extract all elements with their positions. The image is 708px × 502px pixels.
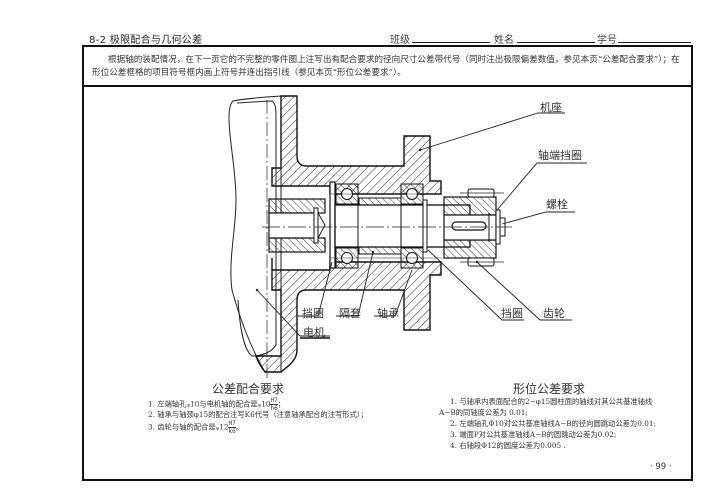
geo-requirement-3: 3. 端面P对公共基准轴线A−B的圆跳动公差为0.02; <box>450 430 617 439</box>
class-field[interactable] <box>412 42 490 43</box>
geo-requirements-title: 形位公差要求 <box>513 382 586 396</box>
label-retainer-left: 挡圈 <box>302 307 324 320</box>
worksheet-frame <box>82 45 693 481</box>
fit-requirement-2: 2. 轴承与轴颈φ15的配合注写K6代号（注意轴承配合的注写形式）； <box>148 410 368 419</box>
base-housing-bottom <box>255 258 442 373</box>
class-label: 班级 <box>390 35 410 46</box>
fit-requirements-title: 公差配合要求 <box>212 382 285 396</box>
name-field[interactable] <box>517 42 595 43</box>
label-bearing: 轴承 <box>377 307 399 320</box>
geo-requirement-1: 1. 与轴承内表面配合的2−φ15圆柱面的轴线对其公共基准轴线 <box>450 397 653 406</box>
label-base: 机座 <box>540 101 562 114</box>
label-bolt: 螺栓 <box>546 198 568 211</box>
label-spacer: 隔套 <box>339 307 361 320</box>
geo-requirement-2: 2. 左端轴孔Φ10对公共基准轴线A−B的径向圆跳动公差为0.01; <box>450 419 656 428</box>
label-gear: 齿轮 <box>543 307 565 320</box>
intro-box <box>82 45 693 87</box>
section-title: 8-2 极限配合与几何公差 <box>89 35 203 46</box>
geo-requirement-4: 4. 右轴段Φ12的圆度公差为0.005 . <box>450 441 566 450</box>
geo-requirement-1-cont: A−B的同轴度公差为 0.01; <box>439 408 528 417</box>
intro-text: 根据轴的装配情况，在下一页它的不完整的零件图上注写出有配合要求的径向尺寸公差带代… <box>92 55 680 78</box>
student-id-field[interactable] <box>618 42 691 43</box>
base-housing-top <box>271 95 442 195</box>
name-label: 姓名 <box>494 35 514 46</box>
label-shaft-end-retainer: 轴端挡圈 <box>538 149 582 162</box>
student-id-label: 学号 <box>597 35 617 46</box>
label-retainer-right: 挡圈 <box>501 307 523 320</box>
gear <box>443 188 504 267</box>
label-motor: 电机 <box>303 326 325 339</box>
page-number: · 99 · <box>650 462 672 472</box>
